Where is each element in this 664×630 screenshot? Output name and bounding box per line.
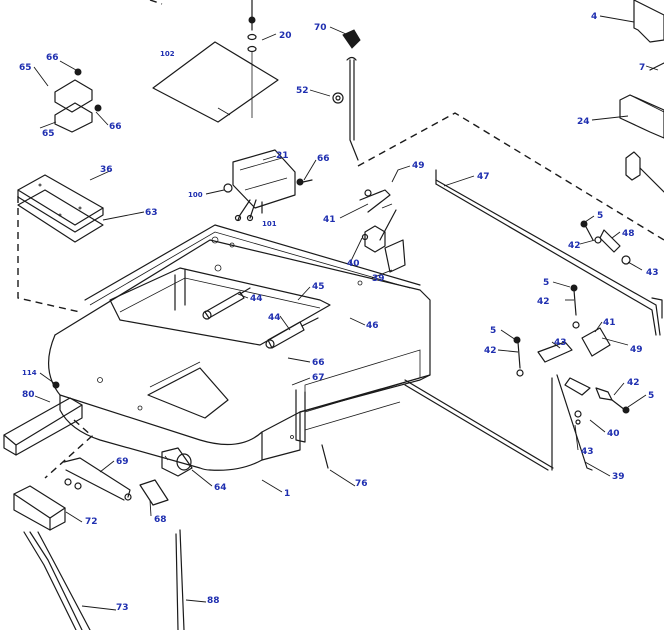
- callout-65: 65: [19, 63, 32, 73]
- callout-80: 80: [22, 390, 35, 400]
- callout-102: 102: [160, 50, 175, 58]
- control-bracket: [359, 189, 406, 273]
- cable-73: [23, 531, 91, 630]
- callout-41: 41: [603, 318, 616, 328]
- deck-housing: [47, 224, 431, 471]
- callout-24: 24: [577, 117, 590, 127]
- callout-labels: 4 7 24 5 42 48 43 5 42 41 49 5 42 43 42 …: [19, 12, 659, 613]
- linkage-rod: [435, 169, 663, 336]
- callout-43: 43: [581, 447, 594, 457]
- callout-42: 42: [537, 297, 550, 307]
- callout-41: 41: [323, 215, 336, 225]
- callout-46: 46: [366, 321, 379, 331]
- side-panel: [17, 174, 104, 243]
- lift-cylinder-lower: [265, 317, 319, 349]
- plate-68: [139, 479, 169, 506]
- callout-67: 67: [312, 373, 325, 383]
- callout-63: 63: [145, 208, 158, 218]
- bolt-20: [247, 0, 257, 118]
- callout-36: 36: [100, 165, 113, 175]
- callout-5: 5: [597, 211, 603, 221]
- callout-88: 88: [207, 596, 220, 606]
- callout-52: 52: [296, 86, 309, 96]
- callout-47: 47: [477, 172, 490, 182]
- callout-49: 49: [630, 345, 643, 355]
- callout-43: 43: [554, 338, 567, 348]
- callout-20: 20: [279, 31, 292, 41]
- right-hardware: [404, 220, 631, 471]
- callout-65: 65: [42, 129, 55, 139]
- callout-66: 66: [109, 122, 122, 132]
- callout-21: 21: [276, 151, 289, 161]
- callout-5: 5: [648, 391, 654, 401]
- switch-parts: [223, 183, 263, 222]
- callout-44: 44: [250, 294, 263, 304]
- callout-39: 39: [372, 274, 385, 284]
- callout-66: 66: [317, 154, 330, 164]
- callout-45: 45: [312, 282, 325, 292]
- right-frame: [619, 0, 664, 193]
- assembly-line-lower: [44, 419, 94, 479]
- callout-42: 42: [484, 346, 497, 356]
- callout-68: 68: [154, 515, 167, 525]
- callout-69: 69: [116, 457, 129, 467]
- callout-101: 101: [262, 220, 277, 228]
- motor-64: [161, 447, 193, 477]
- linkage-69: [63, 457, 132, 501]
- assembly-line-upper: [357, 112, 664, 241]
- hinge-bracket: [54, 68, 102, 133]
- handle-88: [175, 529, 185, 630]
- assembly-line-left: [17, 196, 81, 313]
- callout-64: 64: [214, 483, 227, 493]
- callout-5: 5: [543, 278, 549, 288]
- callout-73: 73: [116, 603, 129, 613]
- callout-70: 70: [314, 23, 327, 33]
- callout-39: 39: [612, 472, 625, 482]
- callout-72: 72: [85, 517, 98, 527]
- callout-66: 66: [46, 53, 59, 63]
- dipstick: [332, 29, 361, 161]
- assembly-line-top: [149, 0, 163, 5]
- module-72: [13, 485, 66, 531]
- cover-plate: [152, 41, 279, 123]
- callout-1: 1: [284, 489, 290, 499]
- mount-bracket: [232, 149, 313, 209]
- callout-43: 43: [646, 268, 659, 278]
- leader-lines: [33, 15, 659, 611]
- callout-5: 5: [490, 326, 496, 336]
- callout-49: 49: [412, 161, 425, 171]
- beam-80: [3, 397, 83, 456]
- callout-114: 114: [22, 369, 37, 377]
- callout-48: 48: [622, 229, 635, 239]
- callout-40: 40: [347, 259, 360, 269]
- lift-cylinder-upper: [202, 287, 251, 320]
- callout-76: 76: [355, 479, 368, 489]
- callout-42: 42: [627, 378, 640, 388]
- screw-76: [321, 444, 329, 469]
- callout-7: 7: [639, 63, 645, 73]
- callout-44: 44: [268, 313, 281, 323]
- callout-40: 40: [607, 429, 620, 439]
- callout-42: 42: [568, 241, 581, 251]
- small-callout-labels: 102 100 101 114: [22, 50, 277, 377]
- fastener-114: [52, 381, 60, 389]
- callout-100: 100: [188, 191, 203, 199]
- callout-4: 4: [591, 12, 597, 22]
- callout-66: 66: [312, 358, 325, 368]
